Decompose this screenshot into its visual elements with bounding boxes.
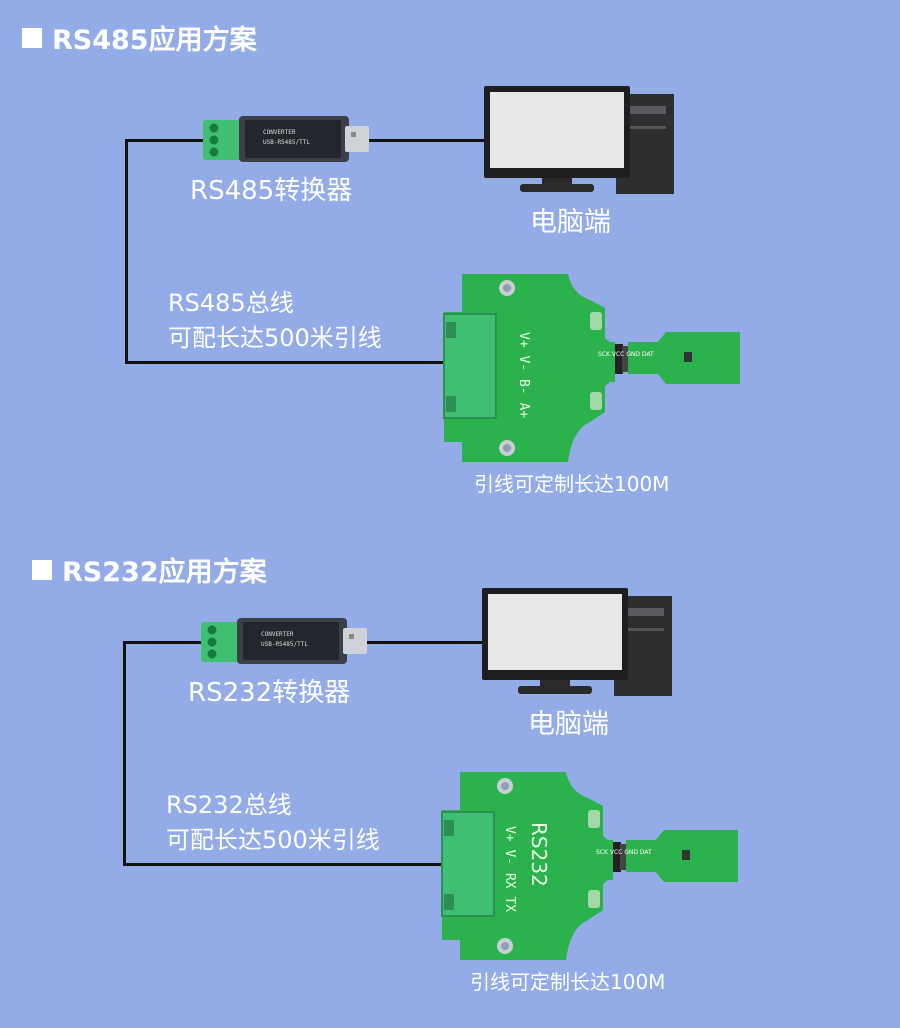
section-heading: RS232应用方案 xyxy=(32,550,267,589)
sensor-pins-text: SCK VCC GND DAT xyxy=(596,849,652,856)
pc-label: 电脑端 xyxy=(528,709,609,740)
square-bullet-icon xyxy=(32,559,52,580)
bus-wire-vertical xyxy=(123,641,126,866)
usb-converter-device: CONVERTER USB-RS485/TTL xyxy=(203,116,369,162)
bus-label-line2: 可配长达500米引线 xyxy=(168,324,382,352)
rs485-pcb-board: V+ V- B- A+ SCK VCC GND DAT xyxy=(443,274,740,462)
board-title-text: RS232 xyxy=(527,822,551,887)
usb-converter-device: CONVERTER USB-RS485/TTL xyxy=(201,618,367,664)
square-bullet-icon xyxy=(22,27,42,48)
converter-wire-horizontal xyxy=(123,641,205,644)
bus-label-line1: RS485总线 xyxy=(168,289,294,317)
section-heading-text: RS232应用方案 xyxy=(62,557,267,588)
bus-label-line1: RS232总线 xyxy=(166,791,292,819)
cable-label: 引线可定制长达100M xyxy=(474,472,670,496)
board-pins-text: V+ V- RX TX xyxy=(502,826,517,912)
section-heading-text: RS485应用方案 xyxy=(52,25,257,56)
section-heading: RS485应用方案 xyxy=(22,18,257,57)
converter-text: USB-RS485/TTL xyxy=(261,641,308,648)
usb-to-pc-wire xyxy=(360,139,488,142)
bus-wire-bottom xyxy=(123,863,445,866)
rs485-section: RS485应用方案 CONVERTER USB-RS485/TTL RS485转… xyxy=(22,18,740,496)
pc-label: 电脑端 xyxy=(530,207,611,238)
converter-text: CONVERTER xyxy=(263,129,296,136)
cable-label: 引线可定制长达100M xyxy=(470,970,666,994)
converter-label: RS485转换器 xyxy=(190,176,353,206)
converter-text: USB-RS485/TTL xyxy=(263,139,310,146)
bus-wire-bottom xyxy=(125,361,447,364)
board-pins-text: V+ V- B- A+ xyxy=(516,332,531,418)
pc-icon xyxy=(482,588,672,696)
rs232-pcb-board: V+ V- RX TX RS232 SCK VCC GND DAT xyxy=(441,772,738,960)
rs232-section: RS232应用方案 CONVERTER USB-RS485/TTL RS232转… xyxy=(0,514,900,1028)
usb-to-pc-wire xyxy=(358,641,486,644)
sensor-pins-text: SCK VCC GND DAT xyxy=(598,351,654,358)
bus-wire-vertical xyxy=(125,139,128,364)
pc-icon xyxy=(484,86,674,194)
converter-wire-horizontal xyxy=(125,139,207,142)
converter-label: RS232转换器 xyxy=(188,678,351,708)
bus-label-line2: 可配长达500米引线 xyxy=(166,826,380,854)
converter-text: CONVERTER xyxy=(261,631,294,638)
